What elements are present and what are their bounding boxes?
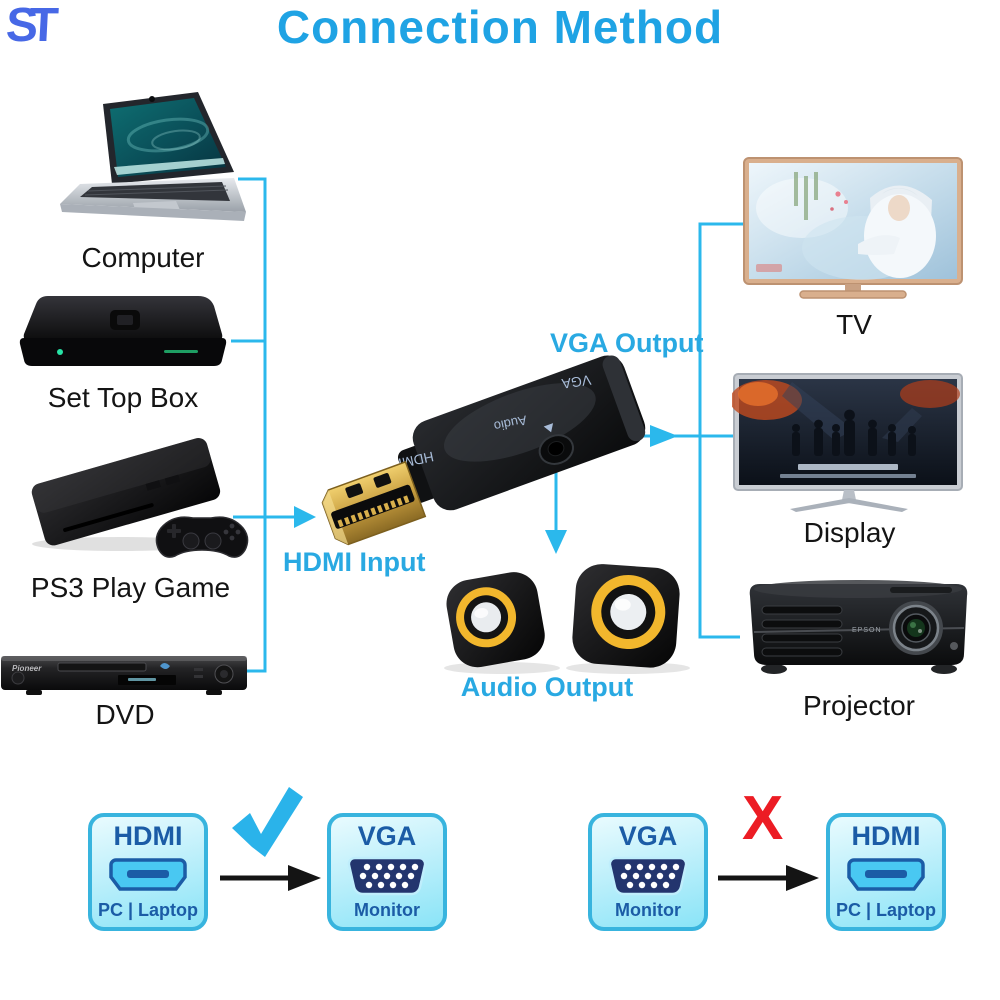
- badge-title: HDMI: [113, 821, 183, 851]
- badge-title: VGA: [357, 821, 417, 851]
- power-led: [57, 349, 63, 355]
- projector-lens: [889, 601, 943, 655]
- adapter-vga-text: VGA: [560, 372, 592, 392]
- vga-target-badge: VGA Monitor: [327, 813, 447, 931]
- projector-brand-text: EPSON: [852, 627, 882, 634]
- audio-output-label: Audio Output: [460, 672, 634, 702]
- dvd-label: DVD: [95, 699, 155, 730]
- badge-sub: Monitor: [615, 900, 681, 920]
- hdmi-target-badge: HDMI PC | Laptop: [826, 813, 946, 931]
- badge-sub: Monitor: [354, 900, 420, 920]
- tv-image: [743, 157, 963, 299]
- output-spine-line: [698, 222, 744, 639]
- vga-source-badge: VGA Monitor: [588, 813, 708, 931]
- badge-title: VGA: [618, 821, 678, 851]
- dvd-brand-text: Pioneer: [12, 664, 42, 673]
- audio-output-arrowhead: [545, 530, 567, 554]
- bluray-logo: [160, 663, 170, 669]
- source-spine-line: [238, 177, 267, 673]
- badge-title: HDMI: [851, 821, 921, 851]
- projector-image: EPSON: [749, 580, 968, 674]
- ps3-image: [31, 438, 249, 558]
- hdmi-input-label: HDMI Input: [283, 547, 426, 577]
- badge-sub: PC | Laptop: [97, 900, 199, 920]
- vga-output-label: VGA Output: [550, 328, 704, 358]
- hdmi-vga-adapter-image: VGA Audio HDMI: [321, 355, 646, 546]
- speakers-image: [444, 564, 690, 674]
- dvd-image: Pioneer: [1, 656, 247, 695]
- hdmi-input-arrowhead: [294, 506, 316, 528]
- display-label: Display: [803, 517, 896, 548]
- correct-direction-arrow: [220, 865, 321, 891]
- set-top-box-image: [19, 296, 227, 366]
- vga-port-icon: [347, 856, 427, 895]
- wrong-direction-arrow: [718, 865, 819, 891]
- game-controller: [155, 516, 249, 558]
- hdmi-port-icon: [109, 857, 187, 891]
- computer-image: [60, 92, 246, 221]
- hdmi-port-icon: [847, 857, 925, 891]
- hdmi-plug: [321, 460, 427, 546]
- ps3-label: PS3 Play Game: [30, 572, 231, 603]
- cross-icon: X: [742, 784, 784, 853]
- tv-label: TV: [836, 309, 872, 340]
- vga-port-icon: [608, 856, 688, 895]
- page-title: Connection Method: [276, 1, 724, 53]
- hdmi-source-badge: HDMI PC | Laptop: [88, 813, 208, 931]
- display-image: [732, 373, 963, 512]
- adapter-audio-text: Audio: [493, 413, 529, 435]
- check-icon: [232, 787, 303, 857]
- vga-output-arrowhead: [650, 425, 678, 447]
- set-top-box-label: Set Top Box: [47, 382, 199, 413]
- badge-sub: PC | Laptop: [835, 900, 937, 920]
- projector-label: Projector: [802, 690, 916, 721]
- computer-label: Computer: [81, 242, 205, 273]
